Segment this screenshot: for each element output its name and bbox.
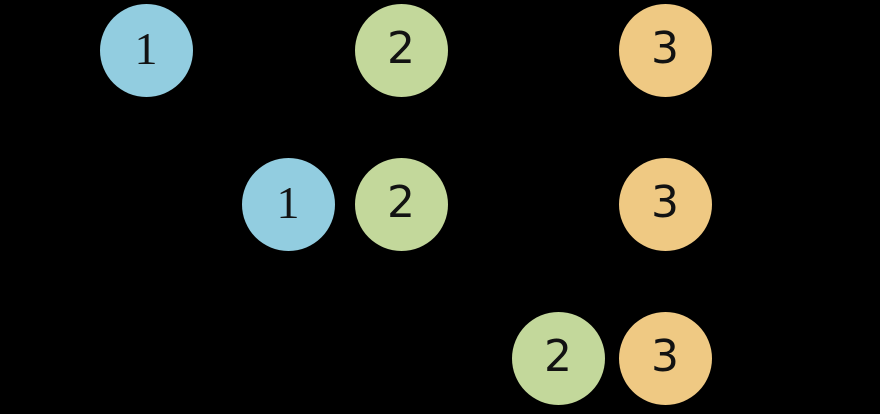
circle-node-label: 3 xyxy=(651,331,679,382)
circle-node-1-row2[interactable]: 1 xyxy=(241,157,335,251)
circle-node-label: 3 xyxy=(651,23,679,74)
circle-node-label: 2 xyxy=(387,23,415,74)
circle-node-label: 2 xyxy=(387,177,415,228)
circle-node-label: 1 xyxy=(276,177,300,228)
circle-node-label: 3 xyxy=(651,177,679,228)
circle-node-3-row1[interactable]: 3 xyxy=(618,3,712,97)
circle-node-1-row1[interactable]: 1 xyxy=(99,3,193,97)
circle-node-3-row3[interactable]: 3 xyxy=(618,311,712,405)
circle-node-label: 2 xyxy=(544,331,572,382)
circle-node-label: 1 xyxy=(134,23,158,74)
circle-node-2-row2[interactable]: 2 xyxy=(354,157,448,251)
circle-node-3-row2[interactable]: 3 xyxy=(618,157,712,251)
circle-node-2-row1[interactable]: 2 xyxy=(354,3,448,97)
circle-node-2-row3[interactable]: 2 xyxy=(511,311,605,405)
